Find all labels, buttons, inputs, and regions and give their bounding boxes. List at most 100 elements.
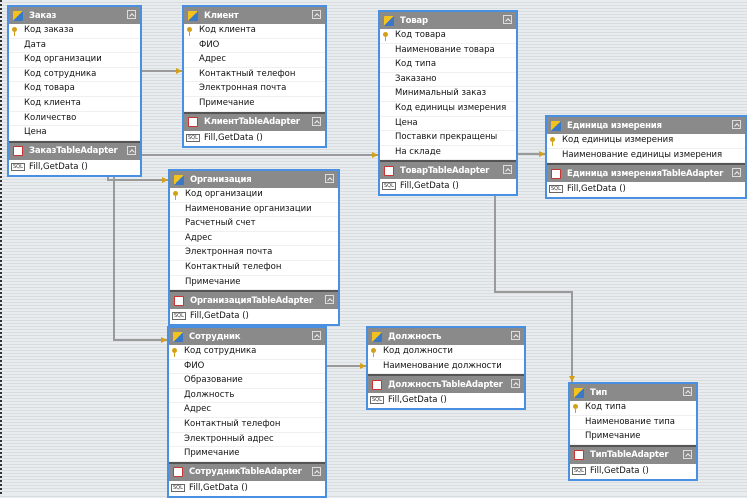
- table-header[interactable]: Организация: [170, 171, 338, 188]
- column-row[interactable]: Наименование организации: [170, 203, 338, 218]
- table-header[interactable]: Заказ: [9, 7, 140, 24]
- column-row[interactable]: Наименование единицы измерения: [547, 149, 745, 164]
- column-row[interactable]: Дата: [9, 39, 140, 54]
- column-row[interactable]: Код единицы измерения: [380, 102, 516, 117]
- column-row[interactable]: Заказано: [380, 73, 516, 88]
- collapse-icon[interactable]: [127, 145, 136, 155]
- column-row[interactable]: Электронная почта: [170, 246, 338, 261]
- column-row[interactable]: ФИО: [169, 360, 325, 375]
- column-row[interactable]: Контактный телефон: [184, 68, 325, 83]
- column-row[interactable]: Адрес: [169, 403, 325, 418]
- column-row[interactable]: Контактный телефон: [170, 261, 338, 276]
- collapse-icon[interactable]: [683, 387, 692, 396]
- sql-icon: SQL: [11, 162, 25, 171]
- table-adapter-header[interactable]: ЗаказTableAdapter: [9, 140, 140, 160]
- column-row[interactable]: Расчетный счет: [170, 217, 338, 232]
- column-row[interactable]: Код сотрудника: [169, 345, 325, 360]
- column-row[interactable]: Код организации: [170, 188, 338, 203]
- collapse-icon[interactable]: [732, 120, 741, 129]
- column-row[interactable]: Должность: [169, 389, 325, 404]
- column-row[interactable]: Наименование типа: [570, 416, 696, 431]
- table-header[interactable]: Тип: [570, 384, 696, 401]
- column-row[interactable]: Наименование товара: [380, 44, 516, 59]
- collapse-icon[interactable]: [325, 174, 334, 183]
- table-header[interactable]: Клиент: [184, 7, 325, 24]
- column-row[interactable]: Код единицы измерения: [547, 134, 745, 149]
- column-row[interactable]: Код товара: [380, 29, 516, 44]
- column-row[interactable]: Электронная почта: [184, 82, 325, 97]
- column-row[interactable]: Примечание: [184, 97, 325, 112]
- table-adapter-header[interactable]: ТоварTableAdapter: [380, 160, 516, 180]
- column-row[interactable]: Код должности: [368, 345, 524, 360]
- table-adapter-header[interactable]: ОрганизацияTableAdapter: [170, 290, 338, 310]
- table-header[interactable]: Товар: [380, 12, 516, 29]
- table-adapter-header[interactable]: КлиентTableAdapter: [184, 111, 325, 131]
- column-row[interactable]: Адрес: [184, 53, 325, 68]
- collapse-icon[interactable]: [312, 331, 321, 340]
- collapse-icon[interactable]: [511, 331, 520, 340]
- column-row[interactable]: Цена: [9, 126, 140, 141]
- column-row[interactable]: Код заказа: [9, 24, 140, 39]
- table-header[interactable]: Сотрудник: [169, 328, 325, 345]
- table-adapter-header[interactable]: СотрудникTableAdapter: [169, 461, 325, 481]
- column-row[interactable]: Код организации: [9, 53, 140, 68]
- column-row[interactable]: На складе: [380, 146, 516, 161]
- column-row[interactable]: Примечание: [169, 447, 325, 462]
- collapse-icon[interactable]: [732, 168, 741, 178]
- column-row[interactable]: Код клиента: [184, 24, 325, 39]
- column-row[interactable]: Код товара: [9, 82, 140, 97]
- collapse-icon[interactable]: [503, 15, 512, 24]
- column-name: Расчетный счет: [185, 218, 256, 229]
- collapse-icon[interactable]: [683, 449, 692, 459]
- table-adapter-icon: [13, 146, 23, 157]
- column-row[interactable]: Поставки прекращены: [380, 131, 516, 146]
- table-header[interactable]: Единица измерения: [547, 117, 745, 134]
- column-name: Код организации: [24, 54, 102, 65]
- table-header[interactable]: Должность: [368, 328, 524, 345]
- column-row[interactable]: Примечание: [570, 430, 696, 445]
- column-row[interactable]: Электронный адрес: [169, 433, 325, 448]
- column-row[interactable]: Цена: [380, 117, 516, 132]
- column-row[interactable]: ФИО: [184, 39, 325, 54]
- collapse-icon[interactable]: [312, 466, 321, 476]
- column-row[interactable]: Код типа: [570, 401, 696, 416]
- primary-key-icon: [12, 27, 17, 36]
- column-row[interactable]: Количество: [9, 112, 140, 127]
- column-row[interactable]: Код сотрудника: [9, 68, 140, 83]
- column-row[interactable]: Контактный телефон: [169, 418, 325, 433]
- column-row[interactable]: Код типа: [380, 58, 516, 73]
- column-row[interactable]: Адрес: [170, 232, 338, 247]
- column-row[interactable]: Образование: [169, 374, 325, 389]
- column-row[interactable]: Минимальный заказ: [380, 87, 516, 102]
- table-adapter-header[interactable]: Единица измеренияTableAdapter: [547, 163, 745, 183]
- collapse-icon[interactable]: [511, 379, 520, 389]
- collapse-icon[interactable]: [503, 165, 512, 175]
- column-row[interactable]: Код клиента: [9, 97, 140, 112]
- table-adapter-header[interactable]: ТипTableAdapter: [570, 444, 696, 464]
- column-row[interactable]: Примечание: [170, 276, 338, 291]
- collapse-icon[interactable]: [325, 295, 334, 305]
- query-name: Fill,GetData (): [29, 161, 88, 172]
- collapse-icon[interactable]: [312, 116, 321, 126]
- query-row[interactable]: SQL Fill,GetData (): [9, 160, 140, 175]
- collapse-icon[interactable]: [127, 10, 136, 19]
- collapse-icon[interactable]: [312, 10, 321, 19]
- column-row[interactable]: Наименование должности: [368, 360, 524, 375]
- table-adapter-header[interactable]: ДолжностьTableAdapter: [368, 374, 524, 394]
